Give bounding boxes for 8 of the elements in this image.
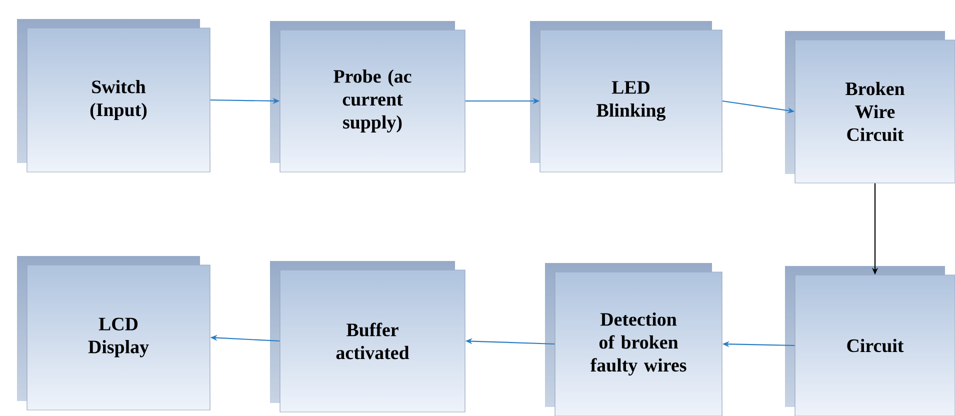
process-box: Buffer activated bbox=[270, 261, 466, 412]
process-box: Broken Wire Circuit bbox=[785, 31, 955, 184]
process-box: Circuit bbox=[785, 266, 955, 416]
process-box: LED Blinking bbox=[530, 21, 722, 172]
process-box: Detection of broken faulty wires bbox=[545, 263, 722, 416]
process-box: Probe (ac current supply) bbox=[270, 21, 466, 172]
process-box: Switch (Input) bbox=[17, 19, 210, 172]
process-box: LCD Display bbox=[17, 256, 210, 410]
